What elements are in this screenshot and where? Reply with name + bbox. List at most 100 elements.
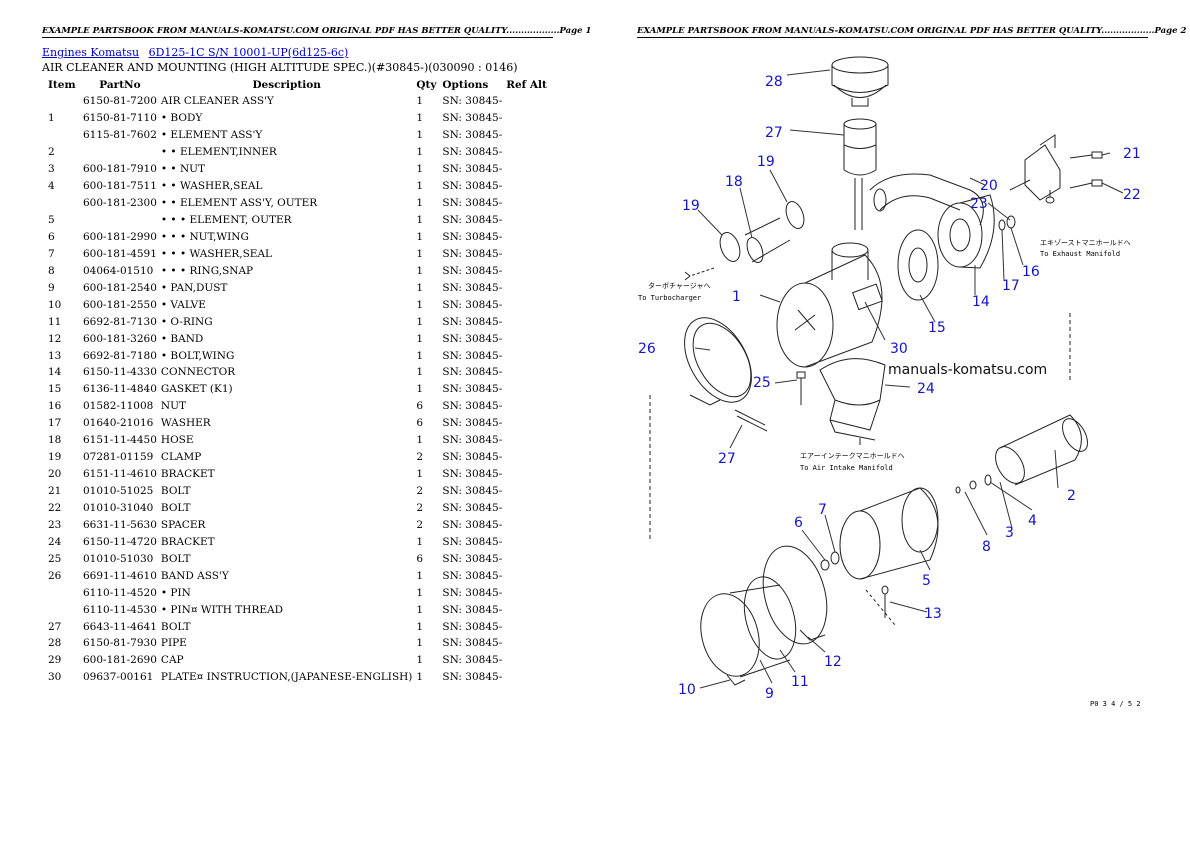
- cell-qty: 1: [416, 230, 424, 243]
- o-ring-part-11: [743, 576, 797, 660]
- cell-item: 20: [48, 468, 62, 481]
- cell-options: SN: 30845-: [442, 146, 503, 159]
- cell-qty: 1: [416, 535, 424, 548]
- cell-partno: 6692-81-7130: [83, 315, 157, 328]
- cell-options: SN: 30845-: [442, 180, 503, 193]
- cell-qty: 6: [416, 400, 424, 413]
- leader-lines: [694, 69, 1124, 689]
- page-1-header: EXAMPLE PARTSBOOK FROM MANUALS-KOMATSU.C…: [42, 26, 592, 38]
- cell-item: 29: [48, 654, 62, 667]
- breadcrumb-link-engines[interactable]: Engines Komatsu: [42, 46, 140, 59]
- cell-description: • • • WASHER,SEAL: [160, 247, 273, 260]
- cell-refalt: [504, 313, 549, 330]
- callout-7: 7: [818, 502, 827, 518]
- cell-options: SN: 30845-: [442, 95, 503, 108]
- cell-description: • PAN,DUST: [160, 281, 228, 294]
- cell-item: 1: [48, 112, 55, 125]
- cell-options: SN: 30845-: [442, 298, 503, 311]
- cell-partno: 600-181-7910: [83, 163, 157, 176]
- callout-23: 23: [970, 196, 988, 212]
- cell-partno: 6150-11-4330: [83, 366, 157, 379]
- cell-qty: 1: [416, 349, 424, 362]
- cell-qty: 1: [416, 180, 424, 193]
- cell-partno: 01640-21016: [83, 417, 154, 430]
- cell-options: SN: 30845-: [442, 485, 503, 498]
- cell-qty: 1: [416, 654, 424, 667]
- breadcrumb-link-model[interactable]: 6D125-1C S/N 10001-UP(6d125-6c): [148, 46, 349, 59]
- cell-refalt: [504, 144, 549, 161]
- cell-description: CAP: [160, 654, 184, 667]
- cell-description: PLATE¤ INSTRUCTION,(JAPANESE-ENGLISH): [160, 671, 413, 684]
- cell-description: • BODY: [160, 112, 203, 125]
- cell-qty: 1: [416, 468, 424, 481]
- cell-description: • BAND: [160, 332, 204, 345]
- cell-refalt: [504, 229, 549, 246]
- cell-description: SPACER: [160, 518, 206, 531]
- cell-options: SN: 30845-: [442, 501, 503, 514]
- cell-qty: 1: [416, 281, 424, 294]
- label-exhaust-jp: エキゾーストマニホールドへ: [1040, 239, 1131, 247]
- cell-item: 12: [48, 332, 62, 345]
- cell-description: • • • NUT,WING: [160, 230, 249, 243]
- air-cleaner-body-part-1: [776, 242, 883, 368]
- cell-item: [42, 601, 81, 618]
- cell-partno: 600-181-4591: [83, 247, 157, 260]
- cell-item: [42, 93, 81, 110]
- cell-refalt: [504, 432, 549, 449]
- parts-diagram: 28 27 19 18 19 20 21 22 23 16 17 14 15 1…: [638, 56, 1141, 708]
- gasket-part-15: [897, 229, 939, 301]
- cell-options: SN: 30845-: [442, 671, 503, 684]
- callout-6: 6: [794, 515, 803, 531]
- cell-item: 3: [48, 163, 55, 176]
- callout-12: 12: [824, 654, 842, 670]
- cell-qty: 1: [416, 586, 424, 599]
- callout-14: 14: [972, 294, 990, 310]
- cell-refalt: [504, 669, 549, 686]
- cell-description: CONNECTOR: [160, 366, 236, 379]
- callout-4: 4: [1028, 513, 1037, 529]
- cell-qty: 1: [416, 671, 424, 684]
- callout-15: 15: [928, 320, 946, 336]
- callout-28: 27: [765, 125, 783, 141]
- cell-item: 24: [48, 535, 62, 548]
- col-header-options: Options: [442, 78, 489, 91]
- callout-19a: 19: [757, 154, 775, 170]
- cell-description: • • • ELEMENT, OUTER: [160, 214, 292, 227]
- cell-refalt: [504, 398, 549, 415]
- cell-partno: 6150-81-7930: [83, 637, 157, 650]
- cell-description: • BOLT,WING: [160, 349, 235, 362]
- cell-item: [42, 584, 81, 601]
- cell-options: SN: 30845-: [442, 400, 503, 413]
- cell-options: SN: 30845-: [442, 349, 503, 362]
- cell-description: GASKET (K1): [160, 383, 233, 396]
- cell-description: BOLT: [160, 501, 191, 514]
- callout-9: 9: [765, 686, 774, 702]
- cell-qty: 2: [416, 501, 424, 514]
- cell-options: SN: 30845-: [442, 535, 503, 548]
- cell-qty: 1: [416, 146, 424, 159]
- cell-description: CLAMP: [160, 451, 202, 464]
- cell-partno: [81, 144, 159, 161]
- cell-qty: 1: [416, 315, 424, 328]
- cell-qty: 1: [416, 129, 424, 142]
- cell-description: • • • RING,SNAP: [160, 264, 254, 277]
- cell-options: SN: 30845-: [442, 366, 503, 379]
- cell-description: AIR CLEANER ASS'Y: [160, 95, 274, 108]
- cell-refalt: [504, 550, 549, 567]
- cell-refalt: [504, 347, 549, 364]
- cell-item: 11: [48, 315, 62, 328]
- cell-refalt: [504, 652, 549, 669]
- callout-16: 16: [1022, 264, 1040, 280]
- cell-item: 2: [48, 146, 55, 159]
- cell-item: 15: [48, 383, 62, 396]
- callout-5: 5: [922, 573, 931, 589]
- cell-qty: 2: [416, 485, 424, 498]
- cell-item: 9: [48, 281, 55, 294]
- cell-partno: 6692-81-7180: [83, 349, 157, 362]
